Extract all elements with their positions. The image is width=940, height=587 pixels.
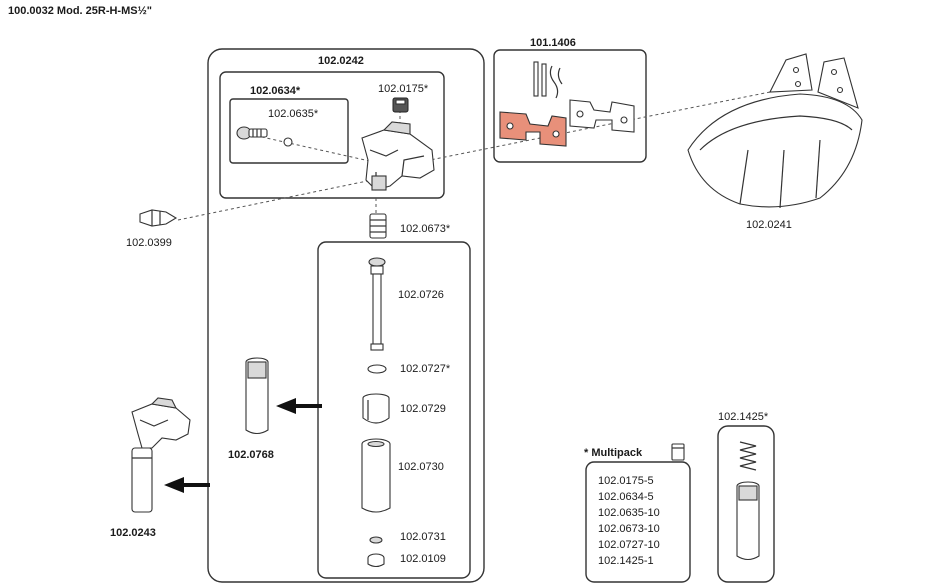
nut-part xyxy=(369,213,387,239)
multipack-frame xyxy=(585,461,691,583)
assembly-frame-102-0242 xyxy=(207,48,485,583)
cup-part xyxy=(362,393,390,424)
pin-part xyxy=(368,257,386,351)
label-102-0243: 102.0243 xyxy=(110,527,156,539)
multipack-heading: * Multipack xyxy=(584,447,643,459)
spring-part xyxy=(736,441,760,561)
end-nut-part xyxy=(367,553,385,568)
bracket-parts xyxy=(499,61,635,147)
multipack-item: 102.0673-10 xyxy=(598,523,660,535)
screw-part xyxy=(236,126,268,140)
label-102-0241: 102.0241 xyxy=(746,219,792,231)
multipack-item: 102.0727-10 xyxy=(598,539,660,551)
complete-valve-part xyxy=(131,397,191,513)
valve-body-part xyxy=(361,121,435,191)
label-102-0635: 102.0635* xyxy=(268,108,319,120)
screw-subframe xyxy=(229,98,349,164)
label-102-0727: 102.0727* xyxy=(400,363,451,375)
seal-part xyxy=(367,364,387,374)
label-102-0175: 102.0175* xyxy=(378,83,429,95)
label-102-0729: 102.0729 xyxy=(400,403,446,415)
valve-insert-frame xyxy=(317,241,471,579)
multipack-box-icon xyxy=(671,443,685,461)
diagram-title: 100.0032 Mod. 25R-H-MS½" xyxy=(8,5,152,17)
ring-part xyxy=(369,536,383,544)
label-102-0109: 102.0109 xyxy=(400,553,446,565)
valve-body-frame xyxy=(219,71,445,199)
bowl-part xyxy=(687,53,863,209)
assembled-insert-part xyxy=(245,357,269,435)
multipack-item: 102.0634-5 xyxy=(598,491,654,503)
spring-frame xyxy=(717,425,775,583)
label-102-0726: 102.0726 xyxy=(398,289,444,301)
label-102-0399: 102.0399 xyxy=(126,237,172,249)
arrow-to-insert xyxy=(276,398,322,414)
bracket-frame xyxy=(493,49,647,163)
label-102-0730: 102.0730 xyxy=(398,461,444,473)
label-102-0634: 102.0634* xyxy=(250,85,301,97)
sleeve-part xyxy=(361,438,391,513)
plug-part xyxy=(139,209,178,227)
multipack-item: 102.1425-1 xyxy=(598,555,654,567)
label-102-0673: 102.0673* xyxy=(400,223,451,235)
multipack-item: 102.0635-10 xyxy=(598,507,660,519)
label-102-1425: 102.1425* xyxy=(718,411,769,423)
screw-assembly-line xyxy=(243,132,375,163)
plug-assembly-line xyxy=(177,179,373,221)
label-102-0731: 102.0731 xyxy=(400,531,446,543)
label-101-1406: 101.1406 xyxy=(530,37,576,49)
arrow-to-complete-valve xyxy=(164,477,210,493)
label-102-0242: 102.0242 xyxy=(318,55,364,67)
multipack-item: 102.0175-5 xyxy=(598,475,654,487)
bracket-highlighted xyxy=(499,111,567,147)
washer-part xyxy=(283,137,293,147)
cap-part xyxy=(392,97,409,113)
label-102-0768: 102.0768 xyxy=(228,449,274,461)
